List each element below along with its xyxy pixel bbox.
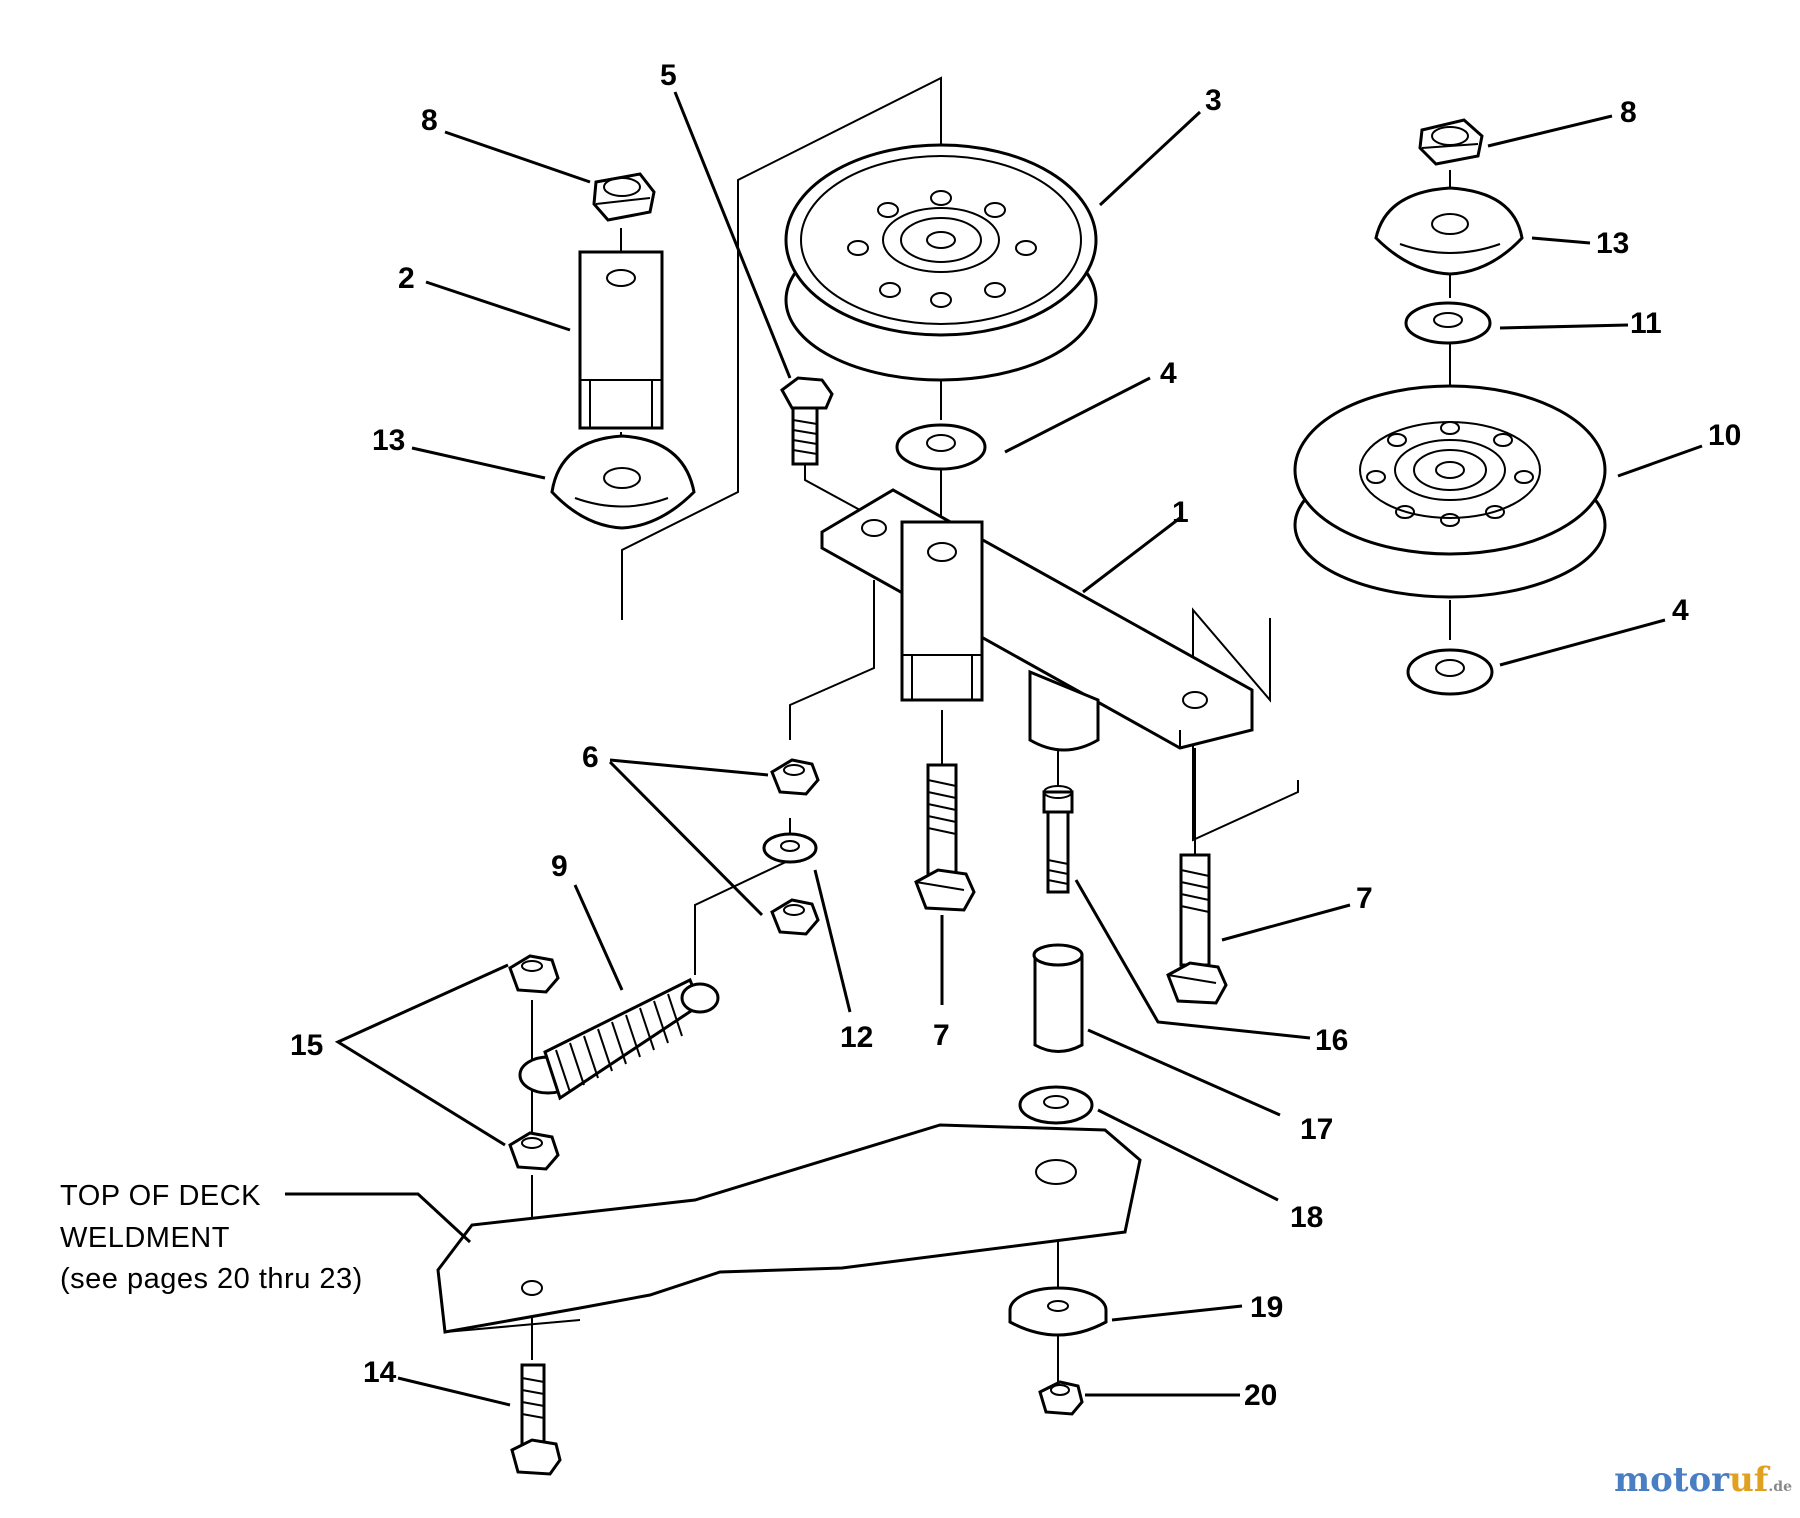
part-13-cup-washer-right [1374,186,1524,276]
leader-17 [1087,1028,1281,1117]
deck-weldment [436,1123,1142,1334]
callout-13b: 13 [372,424,405,457]
leader-6a [609,758,769,777]
part-2-spacer [578,250,664,430]
callout-20: 20 [1244,1379,1277,1412]
leader-16 [1074,879,1311,1040]
part-4-washer-right [1406,648,1494,696]
callout-16: 16 [1315,1024,1348,1057]
callout-14: 14 [363,1356,397,1389]
leader-12 [813,869,852,1013]
note-line-1: TOP OF DECK [60,1180,261,1212]
callout-11: 11 [1630,307,1662,340]
leader-4b [1499,618,1666,667]
callout-10: 10 [1708,419,1741,452]
callout-8a: 8 [421,104,438,137]
leader-3 [1098,110,1202,207]
part-3-pulley [784,143,1098,382]
leader-13b [411,446,546,480]
part-12-washer [762,832,818,864]
callout-1: 1 [1172,496,1189,529]
assembly-line-bolt5 [804,460,861,511]
callout-6: 6 [582,741,599,774]
callout-15: 15 [290,1029,323,1062]
assembly-line-spring [789,580,875,740]
part-1-idler-arm [820,488,1254,752]
part-17-sleeve [1032,943,1084,1053]
callout-19: 19 [1250,1291,1283,1324]
leader-1 [1082,516,1181,594]
part-13-cup-washer-left [550,434,696,530]
part-6-nut-upper [770,758,820,796]
part-4-washer-center [895,423,987,471]
leader-8b [1487,114,1613,148]
part-19-washer [1008,1286,1108,1337]
leader-11 [1499,323,1629,330]
part-18-washer [1018,1085,1094,1125]
part-8-nut-right [1418,118,1484,166]
part-6-nut-lower [770,898,820,936]
callout-9: 9 [551,850,568,883]
leader-13a [1531,236,1591,245]
part-5-bolt [780,376,834,466]
leader-15 [334,963,509,1147]
callout-4a: 4 [1160,357,1177,390]
leader-6b [608,760,764,917]
callout-17: 17 [1300,1113,1333,1146]
part-8-nut-left [592,172,656,222]
part-7-bolt-center [914,763,976,912]
callout-7a: 7 [933,1019,950,1052]
note-line-3: (see pages 20 thru 23) [60,1263,363,1295]
leader-2 [425,280,571,332]
callout-7b: 7 [1356,882,1373,915]
callout-12: 12 [840,1021,873,1054]
part-20-nut [1038,1380,1084,1416]
part-15-nut-lower [508,1131,560,1171]
part-11-washer [1404,301,1492,345]
part-14-bolt [510,1363,562,1476]
part-9-spring [518,977,720,1101]
callout-4b: 4 [1672,594,1689,627]
part-7-bolt-right [1166,853,1228,1005]
watermark-brand-a: motor [1614,1460,1730,1500]
leader-deck [285,1192,472,1244]
note-line-2: WELDMENT [60,1222,230,1254]
watermark-brand-b: uf [1729,1460,1769,1500]
part-15-nut-upper [508,954,560,994]
callout-3: 3 [1205,84,1222,117]
leader-18 [1097,1108,1279,1202]
assembly-line-left [621,76,942,620]
watermark-tld: .de [1768,1479,1792,1495]
part-10-pulley [1293,384,1607,599]
leader-14 [397,1376,511,1407]
leader-5 [673,91,792,379]
callout-5: 5 [660,59,677,92]
part-16-socket-bolt [1042,785,1074,894]
callout-13a: 13 [1596,227,1629,260]
callout-18: 18 [1290,1201,1323,1234]
leader-9 [573,884,624,991]
leader-7b [1221,903,1351,942]
leader-4a [1004,376,1151,454]
watermark: motoruf.de [1614,1460,1792,1500]
leader-10 [1617,444,1703,478]
leader-19 [1111,1304,1243,1322]
leader-8a [444,130,591,184]
callout-8b: 8 [1620,96,1637,129]
callout-2: 2 [398,262,415,295]
